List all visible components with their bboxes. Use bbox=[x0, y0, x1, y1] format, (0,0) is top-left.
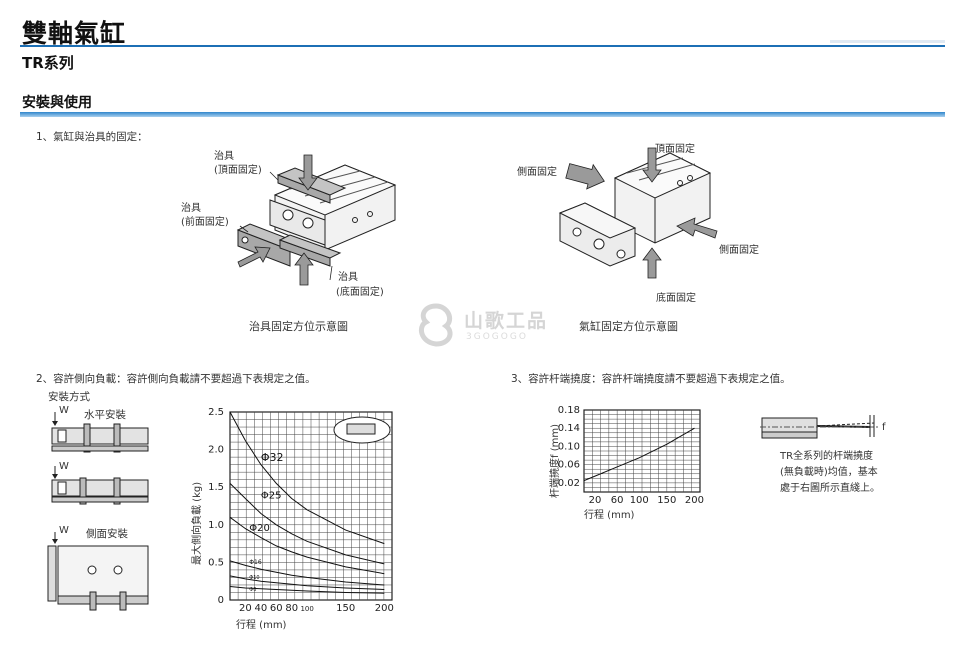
x-tick-label: 20 bbox=[589, 495, 602, 506]
w-label-3: W bbox=[59, 525, 69, 536]
part1-heading: 1、氣缸與治具的固定： bbox=[36, 131, 148, 143]
y-tick-label: 0.02 bbox=[558, 478, 580, 489]
top-fixing-label: 頂面固定 bbox=[655, 144, 695, 155]
x-tick-label: 200 bbox=[375, 603, 394, 614]
series-line bbox=[229, 516, 385, 575]
chart1-ylabel: 最大側向負載 (kg) bbox=[192, 481, 203, 565]
x-tick-label: 60 bbox=[611, 495, 624, 506]
watermark-subtext: 3GOGOGO bbox=[466, 332, 528, 342]
arrow-icon bbox=[294, 252, 314, 286]
w-label-2: W bbox=[59, 461, 69, 472]
y-tick-label: 1.5 bbox=[208, 482, 224, 493]
side-install-label: 側面安裝 bbox=[86, 528, 128, 540]
jig-diagram-caption: 治具固定方位示意圖 bbox=[249, 320, 348, 333]
series-line bbox=[583, 427, 695, 482]
x-tick-label: 150 bbox=[657, 495, 676, 506]
jig-front-sublabel: (前面固定) bbox=[181, 217, 229, 228]
chart1-xlabel: 行程 (mm) bbox=[236, 620, 287, 631]
title-divider bbox=[20, 45, 945, 47]
chart2-ylabel: 杆端撓度f (mm) bbox=[550, 424, 561, 498]
y-tick-label: 1.0 bbox=[208, 520, 224, 531]
cylinder-mounting-diagram bbox=[558, 147, 718, 279]
section-title: 安裝與使用 bbox=[22, 95, 92, 111]
x-tick-label: 20 bbox=[239, 603, 252, 614]
jig-bottom-sublabel: (底面固定) bbox=[336, 287, 384, 298]
series-line bbox=[229, 411, 385, 545]
x-tick-label: 150 bbox=[336, 603, 355, 614]
deflection-note-line: 處于右圖所示直綫上。 bbox=[780, 483, 880, 494]
bottom-fixing-label: 底面固定 bbox=[656, 293, 696, 304]
y-tick-label: 0.06 bbox=[558, 460, 580, 471]
series-line bbox=[229, 483, 385, 565]
deflection-note: TR全系列的杆端撓度 (無負載時)均值，基本 處于右圖所示直綫上。 bbox=[780, 449, 880, 497]
deflection-chart: 20 60 100 150 200 0.02 0.06 0.10 0.14 0.18 bbox=[558, 405, 704, 506]
deflection-schematic bbox=[760, 415, 878, 439]
cylinder-diagram-caption: 氣缸固定方位示意圖 bbox=[579, 320, 678, 333]
series-label: Φ16 bbox=[249, 559, 262, 566]
series-title: TR系列 bbox=[22, 54, 74, 72]
f-label: f bbox=[882, 422, 886, 433]
arrow-icon bbox=[642, 147, 662, 183]
series-line bbox=[229, 560, 385, 586]
horizontal-mount-icon bbox=[51, 412, 149, 453]
arrow-icon bbox=[565, 163, 605, 190]
jig-bottom-label: 治具 bbox=[338, 272, 358, 283]
w-label: W bbox=[59, 405, 69, 416]
y-tick-label: 2.5 bbox=[208, 407, 224, 418]
y-tick-label: 2.0 bbox=[208, 445, 224, 456]
section-divider bbox=[20, 112, 945, 117]
y-tick-label: 0.5 bbox=[208, 557, 224, 568]
part2-heading: 2、容許側向負載：容許側向負載請不要超過下表規定之值。 bbox=[36, 373, 316, 385]
horizontal-install-label: 水平安裝 bbox=[84, 409, 126, 421]
series-label: Φ25 bbox=[261, 490, 282, 501]
deflection-note-line: (無負載時)均值，基本 bbox=[780, 467, 878, 478]
y-tick-label: 0.10 bbox=[558, 441, 580, 452]
x-tick-label: 200 bbox=[685, 495, 704, 506]
x-tick-label: 60 bbox=[270, 603, 283, 614]
side-fixing-label-right: 側面固定 bbox=[719, 245, 759, 256]
logo-icon bbox=[418, 303, 453, 347]
install-method-title: 安裝方式 bbox=[48, 391, 90, 403]
inset-cylinder-icon bbox=[346, 423, 376, 435]
watermark-logo: 山歌工品 3GOGOGO bbox=[414, 300, 564, 352]
series-label: Φ32 bbox=[261, 451, 284, 464]
jig-top-label: 治具 bbox=[214, 151, 234, 162]
y-tick-label: 0.18 bbox=[558, 405, 580, 416]
jig-mounting-diagram bbox=[236, 154, 397, 286]
x-tick-label: 80 bbox=[285, 603, 298, 614]
y-tick-label: 0 bbox=[218, 595, 224, 606]
side-fixing-label-left: 側面固定 bbox=[517, 167, 557, 178]
title-rule-highlight bbox=[830, 40, 945, 43]
arrow-icon bbox=[237, 246, 271, 268]
page-title: 雙軸氣缸 bbox=[22, 19, 127, 48]
arrow-icon bbox=[642, 247, 662, 279]
series-label: Φ10 bbox=[249, 575, 259, 581]
side-mount-icon bbox=[47, 532, 149, 611]
horizontal-mount-icon-2 bbox=[51, 466, 149, 505]
x-tick-label: 100 bbox=[300, 605, 313, 613]
part3-heading: 3、容許杆端撓度：容許杆端撓度請不要超過下表規定之值。 bbox=[511, 373, 791, 385]
arrow-icon bbox=[298, 154, 318, 191]
x-tick-label: 100 bbox=[630, 495, 649, 506]
series-line bbox=[229, 575, 385, 590]
x-tick-label: 40 bbox=[254, 603, 267, 614]
series-line bbox=[229, 586, 385, 594]
jig-top-sublabel: (頂面固定) bbox=[214, 165, 262, 176]
series-label: Φ6 bbox=[249, 587, 256, 593]
watermark-text: 山歌工品 bbox=[464, 310, 549, 332]
chart2-xlabel: 行程 (mm) bbox=[584, 510, 635, 521]
deflection-note-line: TR全系列的杆端撓度 bbox=[780, 451, 874, 462]
arrow-icon bbox=[676, 217, 718, 239]
jig-front-label: 治具 bbox=[181, 203, 201, 214]
series-label: Φ20 bbox=[249, 523, 270, 534]
y-tick-label: 0.14 bbox=[558, 423, 580, 434]
